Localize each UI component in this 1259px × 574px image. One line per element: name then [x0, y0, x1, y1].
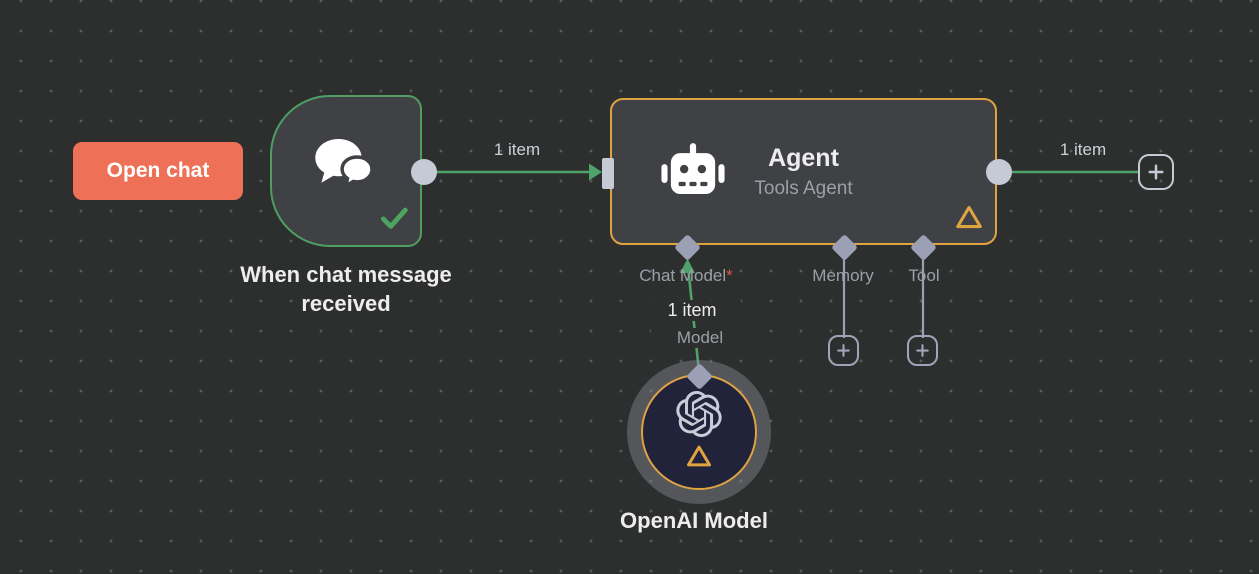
- agent-input-endpoint[interactable]: [602, 158, 614, 189]
- open-chat-button[interactable]: Open chat: [73, 142, 243, 200]
- robot-icon: [657, 142, 729, 209]
- items-count-label: 1 item: [493, 140, 541, 159]
- model-items-count-label: 1 item: [643, 300, 741, 321]
- warning-triangle-icon: [686, 444, 712, 473]
- chat-model-port-text: Chat Model: [639, 266, 727, 285]
- add-memory-button[interactable]: [828, 335, 859, 366]
- plus-icon: [837, 344, 850, 357]
- openai-logo-icon: [676, 391, 722, 442]
- agent-node-subtitle: Tools Agent: [754, 177, 853, 199]
- model-wire-port-label: Model: [651, 328, 749, 348]
- output-items-count-label: 1 item: [1059, 140, 1107, 159]
- trigger-output-endpoint[interactable]: [411, 159, 437, 185]
- memory-port-label: Memory: [812, 266, 874, 285]
- chat-trigger-node[interactable]: [270, 95, 422, 247]
- plus-icon: [1148, 164, 1164, 180]
- arrowhead-model-to-agent: [680, 258, 695, 273]
- trigger-node-label: When chat message received: [240, 262, 452, 317]
- openai-node-label: OpenAI Model: [620, 508, 768, 533]
- openai-model-node[interactable]: [641, 374, 757, 490]
- check-icon: [378, 204, 410, 237]
- required-asterisk: *: [726, 266, 733, 285]
- add-tool-button[interactable]: [907, 335, 938, 366]
- tool-port-label: Tool: [908, 266, 940, 285]
- add-node-button[interactable]: [1138, 154, 1174, 190]
- plus-icon: [916, 344, 929, 357]
- chat-model-port-label: Chat Model*: [606, 266, 766, 286]
- agent-node[interactable]: Agent Tools Agent: [610, 98, 997, 245]
- warning-triangle-icon: [955, 204, 983, 235]
- chat-bubbles-icon: [312, 136, 378, 199]
- arrowhead-trigger-to-agent: [589, 163, 602, 181]
- agent-node-title: Agent: [768, 143, 839, 172]
- agent-output-endpoint[interactable]: [986, 159, 1012, 185]
